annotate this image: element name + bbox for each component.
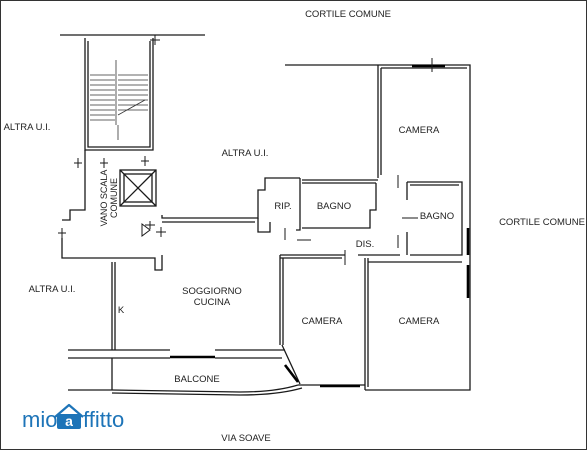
- label-camera-mid: CAMERA: [302, 316, 343, 327]
- label-altra-ui-left-bottom: ALTRA U.I.: [29, 284, 76, 295]
- stair-shaft-outer: [84, 38, 154, 151]
- label-rip: RIP.: [274, 201, 291, 212]
- logo-letter: a: [65, 413, 73, 429]
- wall-rip-right: [296, 178, 301, 231]
- label-cortile-top: CORTILE COMUNE: [305, 9, 391, 20]
- wall-bagno2: [407, 181, 463, 256]
- logo-suffix: ffitto: [83, 407, 124, 432]
- wall-bagno1-bottom: [302, 183, 377, 229]
- label-bagno-1: BAGNO: [317, 201, 351, 212]
- label-camera-right: CAMERA: [399, 316, 440, 327]
- label-via: VIA SOAVE: [221, 433, 270, 444]
- logo-prefix: mio: [22, 407, 57, 432]
- elevator-cross-2: [119, 169, 157, 207]
- label-dis: DIS.: [356, 239, 374, 250]
- door-marks: [58, 35, 433, 265]
- stair-shaft-inner: [87, 41, 151, 148]
- label-vano-scala-line1: VANO SCALA: [99, 170, 109, 227]
- label-bagno-2: BAGNO: [420, 211, 454, 222]
- balcone-curve-outer: [111, 384, 299, 393]
- label-cucina: CUCINA: [194, 297, 231, 308]
- logo-house-icon: a: [54, 403, 84, 429]
- windows: [170, 64, 470, 388]
- label-altra-ui-left-top: ALTRA U.I.: [4, 122, 51, 133]
- label-camera-top: CAMERA: [399, 125, 440, 136]
- label-vano-scala-line2: COMUNE: [109, 178, 119, 218]
- wall-landing: [161, 177, 300, 219]
- walls: [60, 34, 471, 396]
- wall-stair-hall-bottom: [61, 238, 163, 271]
- label-soggiorno: SOGGIORNO: [182, 286, 242, 297]
- elevator-inner: [123, 173, 153, 203]
- label-balcone: BALCONE: [174, 374, 219, 385]
- triangle-symbol: [141, 223, 151, 237]
- label-altra-ui-center: ALTRA U.I.: [222, 148, 269, 159]
- elevator-shaft: [119, 169, 157, 207]
- logo: mio a ffitto: [22, 403, 124, 432]
- label-cortile-right: CORTILE COMUNE: [499, 217, 585, 228]
- stair-treads: [90, 60, 148, 140]
- wall-stair-hall-left: [62, 150, 86, 221]
- label-vano-scala: VANO SCALA COMUNE: [99, 170, 119, 227]
- wall-rip-bottom: [257, 218, 271, 233]
- label-k: K: [118, 305, 125, 316]
- balcone-diagonal: [281, 344, 301, 385]
- balcone-curve-inner: [111, 387, 303, 396]
